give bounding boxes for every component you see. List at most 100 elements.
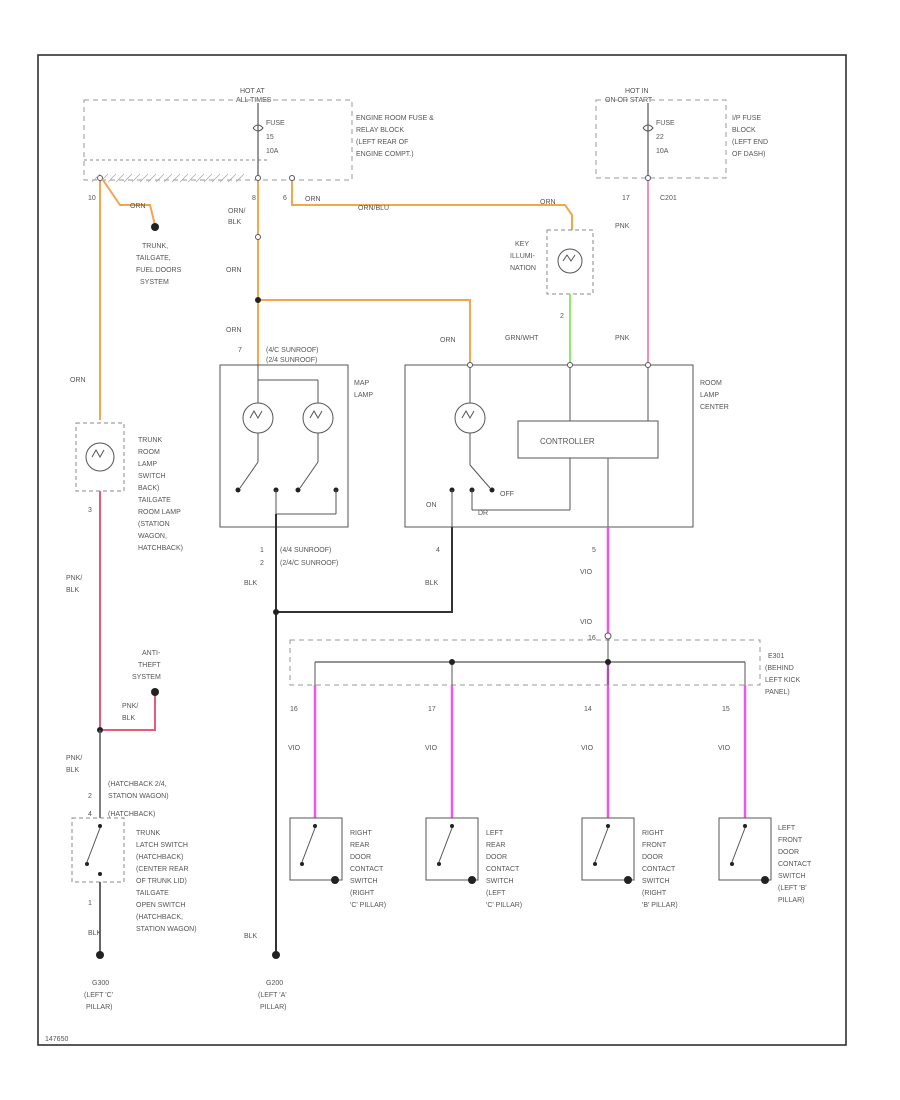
ds2-l1: LEFT [486, 830, 504, 837]
pin-2-key: 2 [560, 313, 564, 320]
diagram-frame [37, 54, 847, 1046]
orange-wires [99, 179, 573, 420]
ds3-l6: (RIGHT [642, 890, 667, 897]
ground-1-label-2: (LEFT 'C' [84, 992, 113, 999]
trunk-tailgate-label-1: TRUNK, [142, 243, 168, 250]
trunk-tailgate-label-2: TAILGATE, [136, 255, 171, 262]
ip-fuse-block: HOT IN ON OR START FUSE 22 10A I/P FUSE … [595, 88, 768, 179]
sunroof-label-3: (4/4 SUNROOF) [280, 547, 331, 554]
trl-l8: (STATION [138, 521, 170, 528]
watermark: 147650 [45, 1036, 68, 1043]
anti-theft-l2: THEFT [138, 662, 161, 669]
wire-label-vio-main: VIO [580, 569, 593, 576]
wire-label-pnk-blk-2b: BLK [122, 715, 136, 722]
trl-l3: LAMP [138, 461, 157, 468]
key-illum-label-1: KEY [515, 241, 529, 248]
ip-fuse-desc-1: I/P FUSE [732, 115, 761, 122]
ds3-l2: FRONT [642, 842, 667, 849]
trl-l2: ROOM [138, 449, 160, 456]
ds3-l3: DOOR [642, 854, 663, 861]
tl-l3: (HATCHBACK) [136, 854, 183, 861]
ds4-l6: (LEFT 'B' [778, 885, 807, 892]
map-lamp-label-2: LAMP [354, 392, 373, 399]
e301-splice: 16 E301 (BEHIND LEFT KICK PANEL) [289, 632, 801, 696]
tl-l9: STATION WAGON) [136, 926, 197, 933]
ds4-l7: PILLAR) [778, 897, 804, 904]
ds3-l5: SWITCH [642, 878, 670, 885]
pin-door-4: 15 [722, 706, 730, 713]
ds3-l4: CONTACT [642, 866, 676, 873]
wire-label-pnk-blk-3a: PNK/ [66, 755, 82, 762]
trunk-room-lamp: TRUNK ROOM LAMP SWITCH BACK) TAILGATE RO… [75, 422, 183, 552]
black-ground-wires [275, 514, 453, 955]
trl-l6: TAILGATE [138, 497, 171, 504]
ds3-l1: RIGHT [642, 830, 665, 837]
ds2-l2: REAR [486, 842, 505, 849]
pin-1-map: 1 [260, 547, 264, 554]
trunk-tailgate-label-4: SYSTEM [140, 279, 169, 286]
switch-on-label: ON [426, 502, 437, 509]
tl-l4: (CENTER REAR [136, 866, 189, 873]
ds4-l5: SWITCH [778, 873, 806, 880]
engine-fuse-dashed-box [83, 99, 353, 181]
pin-2-trunk-latch: 2 [88, 793, 92, 800]
ds4-l3: DOOR [778, 849, 799, 856]
wire-label-vio-d4: VIO [718, 745, 731, 752]
wire-label-blk-ground1: BLK [88, 930, 102, 937]
ds3-l7: 'B' PILLAR) [642, 902, 678, 909]
engine-fuse-desc-3: (LEFT REAR OF [356, 139, 408, 146]
controller-label: CONTROLLER [540, 437, 595, 446]
ds4-l4: CONTACT [778, 861, 812, 868]
pin-4-trunk-latch: 4 [88, 811, 92, 818]
ds2-l4: CONTACT [486, 866, 520, 873]
wire-label-pnk-blk-1a: PNK/ [66, 575, 82, 582]
ds1-l6: (RIGHT [350, 890, 375, 897]
wire-label-orn-blk-2: BLK [228, 219, 242, 226]
engine-fuse-label: FUSE [266, 120, 285, 127]
wire-label-orn-main2: ORN [226, 327, 242, 334]
trl-l4: SWITCH [138, 473, 166, 480]
controller-box [517, 420, 659, 459]
tl-l1: TRUNK [136, 830, 160, 837]
trl-l9: WAGON, [138, 533, 167, 540]
wire-label-orn-key: ORN [305, 196, 321, 203]
sunroof-label-2: (2/4 SUNROOF) [266, 357, 317, 364]
ds1-l2: REAR [350, 842, 369, 849]
pin-3-trunk: 3 [88, 507, 92, 514]
hatchback-2-l1: (HATCHBACK 2/4, [108, 781, 167, 788]
trunk-latch-switch: TRUNK LATCH SWITCH (HATCHBACK) (CENTER R… [71, 817, 197, 933]
connector-c201: C201 [660, 195, 677, 202]
map-lamp: 7 (4/C SUNROOF) (2/4 SUNROOF) MAP LAMP [219, 347, 373, 528]
ground-1-label-1: G300 [92, 980, 109, 987]
ip-fuse-desc-2: BLOCK [732, 127, 756, 134]
pin-4-label: 4 [436, 547, 440, 554]
ip-fuse-number: 22 [656, 134, 664, 141]
ip-fuse-desc-4: OF DASH) [732, 151, 765, 158]
trl-l7: ROOM LAMP [138, 509, 181, 516]
key-illum-label-2: ILLUMI- [510, 253, 536, 260]
hatchback-1-label: (HATCHBACK) [108, 811, 155, 818]
tl-l2: LATCH SWITCH [136, 842, 188, 849]
tl-l8: (HATCHBACK, [136, 914, 183, 921]
ip-fuse-dashed-box [595, 99, 727, 179]
wire-label-pnk-2: PNK [615, 335, 630, 342]
wire-label-orn-blk-1: ORN/ [228, 208, 246, 215]
wire-label-orn-key2: ORN [540, 199, 556, 206]
trunk-tailgate-label-3: FUEL DOORS [136, 267, 182, 274]
room-lamp-label-1: ROOM [700, 380, 722, 387]
ground-2-label-2: (LEFT 'A' [258, 992, 287, 999]
ip-fuse-desc-3: (LEFT END [732, 139, 768, 146]
wire-label-orn-left: ORN [70, 377, 86, 384]
e301-label-3: LEFT KICK [765, 677, 801, 684]
wire-label-pnk-blk-1b: BLK [66, 587, 80, 594]
switch-dr-label: DR [478, 510, 488, 517]
wire-label-vio-d2: VIO [425, 745, 438, 752]
wire-label-vio-d3: VIO [581, 745, 594, 752]
pin-2-map: 2 [260, 560, 264, 567]
key-illumination-lamp: KEY ILLUMI- NATION [510, 229, 594, 295]
switch-off-label: OFF [500, 491, 514, 498]
ds1-l3: DOOR [350, 854, 371, 861]
engine-fuse-desc-2: RELAY BLOCK [356, 127, 404, 134]
ip-fuse-rating: 10A [656, 148, 669, 155]
